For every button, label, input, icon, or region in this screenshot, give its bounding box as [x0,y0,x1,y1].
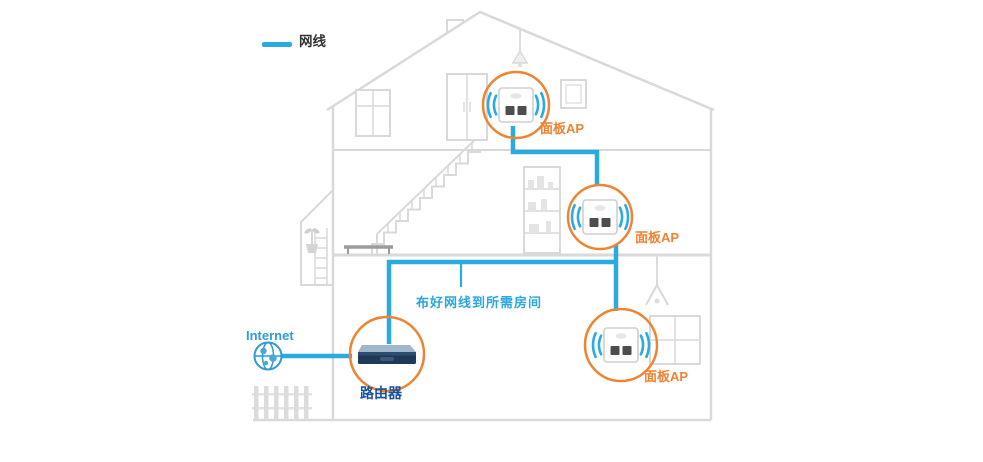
lamp-bulb [518,63,522,67]
attic-window [355,89,391,137]
ceiling-lamp [645,256,669,306]
ap-label-ground-floor: 面板AP [644,369,689,384]
living-room-window [649,315,701,365]
garden-fence [252,386,312,420]
table-legs [347,247,390,254]
bookshelf [523,166,561,254]
cable-legend-swatch [262,42,292,47]
router-logo-badge [380,357,394,361]
trellis-ladder [314,228,328,285]
stair-steps [371,150,481,255]
internet-label: Internet [246,328,294,343]
wall-ap-ground-floor [591,326,651,364]
internet-globe-icon [253,341,283,371]
chimney [446,19,464,34]
window-mullions [650,316,700,364]
staircase [371,130,485,255]
roof [326,10,715,112]
window-mullions [356,90,390,136]
attic-pendant-lamp [511,29,529,67]
wardrobe-doors [463,74,471,140]
side-porch [300,189,334,286]
wall-ap-middle-floor [570,198,630,236]
stair-balusters [387,142,473,233]
router-highlight-circle [348,315,426,393]
ap-middle-highlight-circle [566,183,634,251]
ap-ground-highlight-circle [583,307,659,383]
bookshelf-items [528,176,553,233]
lamp-cone-shade [645,282,669,306]
cable-legend-label: 网线 [299,34,326,49]
wardrobe [446,73,488,141]
highlight-circles [348,70,659,393]
stair-railing [376,130,485,235]
potted-plant [304,228,320,253]
porch-outline [300,189,334,286]
picture-frame [560,79,587,109]
router-label: 路由器 [360,385,402,401]
plant-pot [306,244,318,253]
lamp-bulb [654,298,660,304]
globe-continents [260,347,277,366]
ap-label-attic: 面板AP [540,121,585,136]
router-front-band [358,352,416,356]
fence-pickets [254,386,309,420]
frame-inner [565,84,582,104]
low-table [344,245,393,254]
plant-leaf [312,228,320,234]
ap-label-middle-floor: 面板AP [635,230,680,245]
ap-attic-highlight-circle [481,70,551,140]
plant-leaf [304,228,312,234]
router-top [358,345,416,352]
instruction-label: 布好网线到所需房间 [416,295,543,310]
wall-ap-attic [486,86,546,124]
router-device [358,345,416,364]
lamp-shade [511,49,529,64]
